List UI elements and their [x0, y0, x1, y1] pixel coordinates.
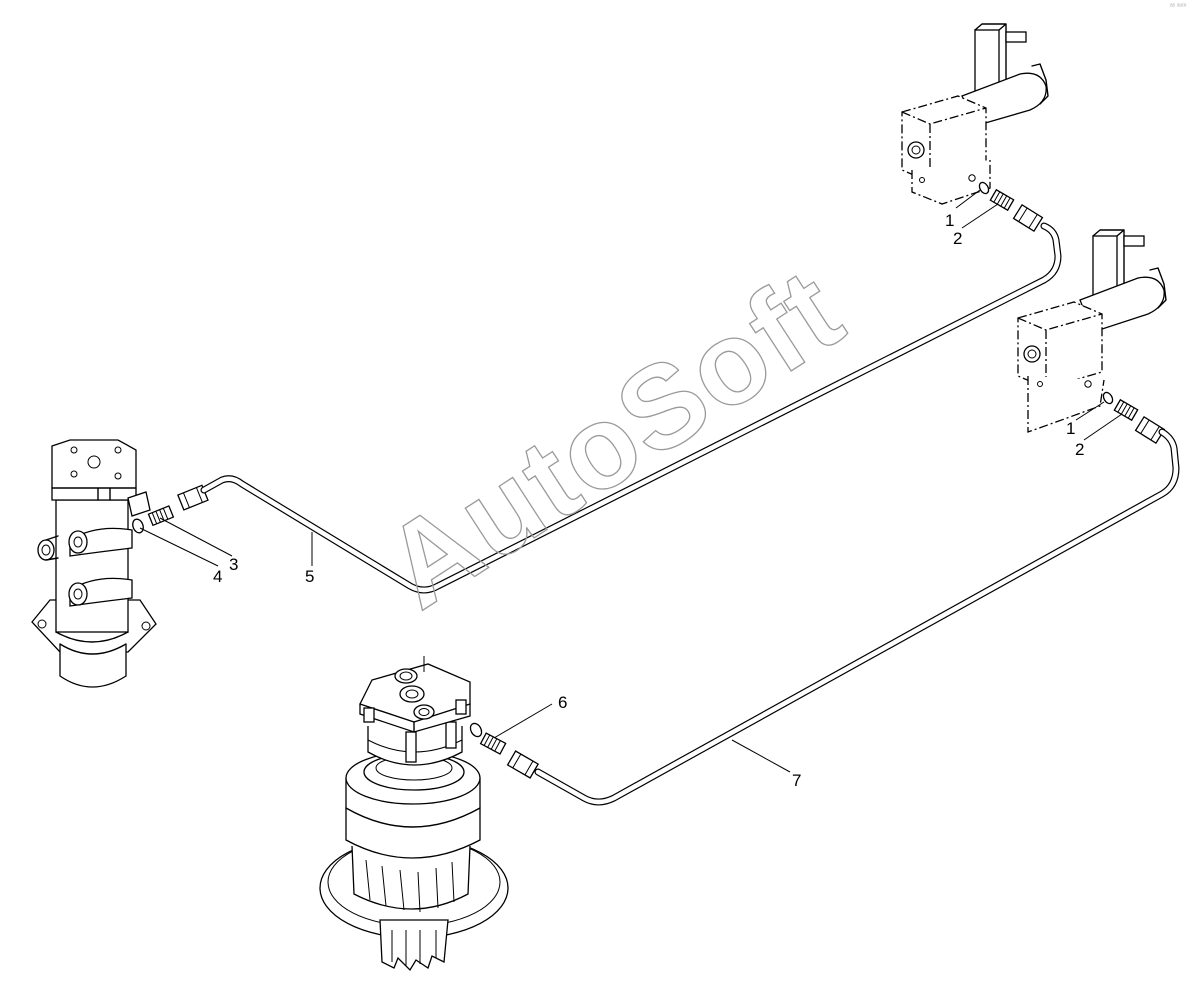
callout-lower-valve-2: 2 — [1075, 440, 1084, 459]
corner-mark: ᵃˢ ᵃᵘᵗᵒ — [1170, 3, 1187, 10]
callout-pipe-7: 7 — [792, 771, 801, 790]
autosoft-watermark: AutoSoft — [362, 243, 865, 634]
callout-motor-6: 6 — [558, 693, 567, 712]
hydraulic-pipe-5 — [200, 222, 1062, 594]
callout-swivel-3: 3 — [229, 555, 238, 574]
callout-upper-valve-2: 2 — [953, 229, 962, 248]
callout-pipe-5: 5 — [305, 567, 314, 586]
callout-upper-valve-1: 1 — [945, 211, 954, 230]
swivel-joint — [31, 439, 209, 688]
callout-lower-valve-1: 1 — [1066, 419, 1075, 438]
swing-motor — [319, 656, 540, 972]
hydraulic-pipe-7 — [534, 428, 1180, 806]
leader-lines — [139, 189, 1123, 773]
upper-solenoid-valve — [901, 23, 1049, 233]
callout-swivel-4: 4 — [213, 567, 222, 586]
lower-solenoid-valve — [1017, 229, 1167, 445]
